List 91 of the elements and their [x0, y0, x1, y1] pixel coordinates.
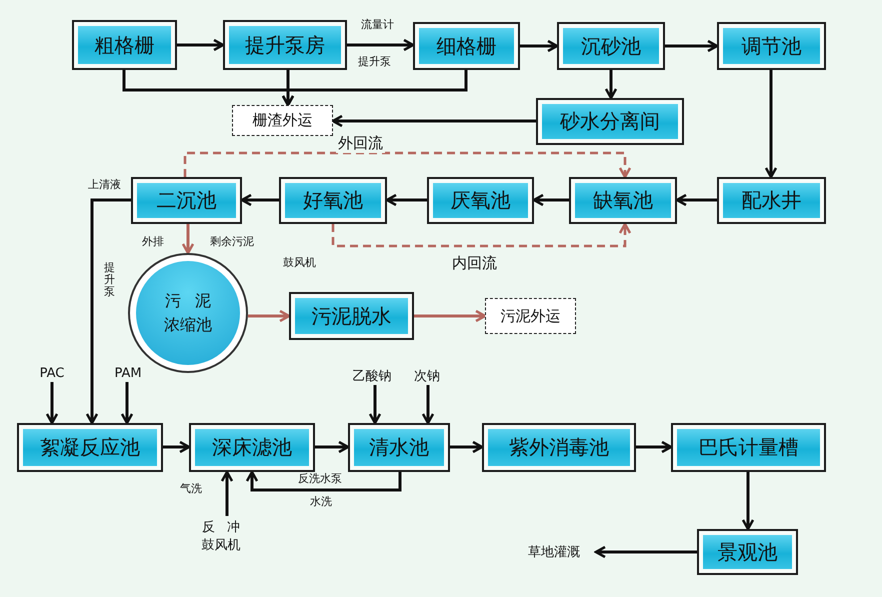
box-label: 栅渣外运	[252, 111, 312, 130]
arrow	[764, 70, 778, 178]
arrow	[347, 38, 414, 52]
arrow	[184, 152, 632, 178]
box-label: 景观池	[703, 535, 792, 569]
process-box	[536, 98, 684, 145]
box-label: 巴氏计量槽	[677, 429, 820, 466]
arrow	[332, 114, 536, 128]
box-label: 厌氧池	[433, 183, 528, 218]
arrow	[46, 382, 58, 424]
arrow	[386, 194, 427, 206]
arrow	[665, 40, 718, 52]
annotation-text: 流量计	[361, 17, 394, 32]
annotation-text: 提升泵	[358, 54, 391, 69]
process-box	[279, 177, 387, 224]
process-box	[671, 423, 826, 472]
arrow	[422, 385, 434, 424]
annotation-text: 反洗水泵	[298, 471, 342, 486]
process-box	[697, 529, 798, 575]
node-text: PAM	[114, 366, 142, 380]
arrow	[532, 194, 569, 206]
process-box	[569, 177, 677, 224]
arrow	[520, 40, 558, 52]
box-label: 紫外消毒池	[488, 429, 630, 466]
box-label: 深床滤池	[195, 429, 309, 466]
annotation-text: 水洗	[310, 494, 332, 509]
box-label: 污泥	[164, 290, 226, 312]
box-label: 二沉池	[137, 183, 236, 218]
annotation-text: 外排	[142, 234, 164, 249]
process-box	[482, 423, 636, 472]
process-box	[348, 423, 450, 472]
box-label: 好氧池	[285, 183, 381, 218]
arrow	[368, 385, 382, 424]
process-box	[289, 292, 414, 340]
node-text: 反冲	[202, 519, 252, 536]
node-text: 乙酸钠	[352, 368, 392, 385]
arrow	[636, 440, 672, 454]
box-label: 细格栅	[419, 28, 514, 64]
arrow	[240, 194, 279, 206]
process-box	[223, 20, 347, 70]
annotation-text: 气洗	[180, 481, 202, 496]
process-box	[189, 423, 315, 472]
process-box	[717, 177, 826, 224]
annotation-text: 剩余污泥	[210, 234, 254, 249]
process-box	[717, 22, 826, 70]
arrow	[315, 440, 350, 454]
arrow	[742, 472, 754, 530]
edge-label: 外回流	[336, 134, 385, 153]
process-box	[72, 20, 177, 70]
dashed-box	[232, 105, 333, 136]
process-box	[131, 177, 242, 224]
box-label: 污泥外运	[500, 306, 560, 326]
box-label: 清水池	[354, 429, 444, 466]
arrow	[676, 194, 717, 206]
box-label: 浓缩池	[164, 314, 212, 336]
arrow	[450, 440, 484, 454]
box-label: 缺氧池	[575, 183, 671, 218]
arrow	[120, 382, 134, 424]
arrow	[220, 470, 234, 516]
arrow	[86, 198, 131, 424]
arrow	[414, 310, 486, 322]
arrow	[332, 222, 632, 248]
box-label: 粗格栅	[78, 26, 171, 64]
arrow	[182, 224, 194, 254]
box-label: 提升泵房	[229, 26, 341, 64]
process-box	[17, 423, 163, 472]
arrow	[163, 440, 190, 454]
annotation-text: 提升泵	[104, 262, 115, 298]
process-box	[413, 22, 520, 70]
box-label: 絮凝反应池	[23, 429, 157, 466]
node-text: 次钠	[414, 368, 440, 385]
box-label: 污泥脱水	[295, 298, 408, 334]
box-label: 沉砂池	[563, 28, 659, 64]
arrow	[282, 70, 468, 106]
process-box	[557, 22, 665, 70]
box-label: 调节池	[723, 28, 820, 64]
arrow	[604, 70, 618, 100]
annotation-text: 上清液	[88, 177, 121, 192]
dashed-box	[485, 298, 576, 334]
node-text: 鼓风机	[202, 537, 240, 554]
edge-label: 内回流	[450, 254, 499, 273]
arrow	[594, 546, 697, 558]
annotation-text: 鼓风机	[283, 255, 316, 270]
arrow	[246, 470, 402, 492]
node-text: PAC	[40, 366, 64, 380]
box-label: 配水井	[723, 183, 820, 218]
node-text: 草地灌溉	[528, 544, 580, 561]
box-label: 砂水分离间	[542, 104, 678, 139]
arrow	[177, 38, 224, 52]
process-box	[427, 177, 534, 224]
arrow	[248, 310, 290, 322]
